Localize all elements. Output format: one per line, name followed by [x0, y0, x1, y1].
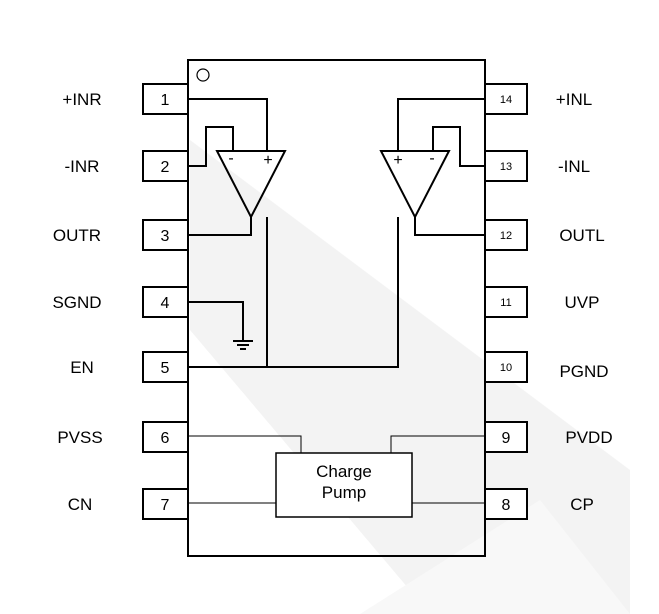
charge-pump: Charge Pump [188, 435, 485, 518]
pin-6: 6 PVSS [57, 421, 189, 453]
pin-number-7: 7 [161, 497, 170, 514]
opamp-right-plus: + [263, 152, 272, 169]
pin-label-13: -INL [558, 157, 590, 176]
pin-5: 5 EN [70, 351, 189, 383]
pin-label-10: PGND [559, 362, 608, 381]
pin-11: 11 UVP [484, 286, 600, 318]
charge-pump-label-2: Pump [322, 483, 366, 502]
opamp-right-channel: - + [188, 98, 287, 236]
pin-label-1: +INR [62, 90, 101, 109]
pin-14: 14 +INL [484, 83, 592, 115]
charge-pump-label-1: Charge [316, 462, 372, 481]
watermark-cut-2 [360, 500, 630, 614]
pin-2: 2 -INR [65, 150, 189, 182]
pin-number-1: 1 [161, 92, 170, 109]
opamp-right-minus: - [228, 150, 233, 167]
pin-label-2: -INR [65, 157, 100, 176]
wire-inl-plus [397, 98, 485, 151]
ground-icon [233, 340, 253, 350]
pin-label-6: PVSS [57, 428, 102, 447]
pin-3: 3 OUTR [53, 219, 189, 251]
pin-number-13: 13 [500, 161, 512, 173]
pin-number-3: 3 [161, 228, 170, 245]
opamp-left-plus: + [393, 152, 402, 169]
pin-label-4: SGND [52, 293, 101, 312]
opamp-left-channel: + - [379, 98, 485, 236]
charge-pump-box [275, 452, 413, 518]
pin-9: 9 PVDD [484, 421, 613, 453]
pin-label-7: CN [68, 495, 93, 514]
pin-number-14: 14 [500, 94, 512, 106]
wire-pvdd [390, 435, 485, 453]
pin-label-8: CP [570, 495, 594, 514]
left-pins: 1 +INR 2 -INR 3 OUTR 4 SGND 5 EN 6 PVSS [52, 83, 189, 520]
pin-number-6: 6 [161, 430, 170, 447]
pin-number-12: 12 [500, 230, 512, 242]
pin-label-3: OUTR [53, 226, 101, 245]
pin-label-5: EN [70, 358, 94, 377]
wire-outr [188, 217, 252, 236]
pin-10: 10 PGND [484, 351, 609, 383]
pin-1: 1 +INR [62, 83, 189, 115]
pin-number-4: 4 [161, 295, 170, 312]
wire-inl-minus [432, 126, 485, 167]
pin1-marker-icon [196, 68, 210, 82]
opamp-right-triangle [215, 150, 287, 220]
pin-4: 4 SGND [52, 286, 189, 318]
wire-en-bus [188, 217, 399, 368]
pin-label-11: UVP [565, 293, 600, 312]
wire-sgnd [188, 301, 244, 340]
pin-number-2: 2 [161, 159, 170, 176]
pin-13: 13 -INL [484, 150, 590, 182]
pin-number-10: 10 [500, 362, 512, 374]
pin-label-12: OUTL [559, 226, 604, 245]
pin-8: 8 CP [484, 488, 594, 520]
pin-number-5: 5 [161, 360, 170, 377]
pin-number-8: 8 [502, 497, 511, 514]
opamp-left-triangle [379, 150, 451, 220]
opamp-left-minus: - [429, 150, 434, 167]
pin-label-14: +INL [556, 90, 592, 109]
wire-outl [414, 217, 485, 236]
pin-7: 7 CN [68, 488, 189, 520]
wire-inr-minus [188, 126, 234, 167]
wire-inr-plus [188, 98, 268, 151]
pin-number-9: 9 [502, 430, 511, 447]
pin-label-9: PVDD [565, 428, 612, 447]
wire-pvss [188, 435, 302, 453]
pin-number-11: 11 [500, 297, 511, 309]
pin-12: 12 OUTL [484, 219, 605, 251]
